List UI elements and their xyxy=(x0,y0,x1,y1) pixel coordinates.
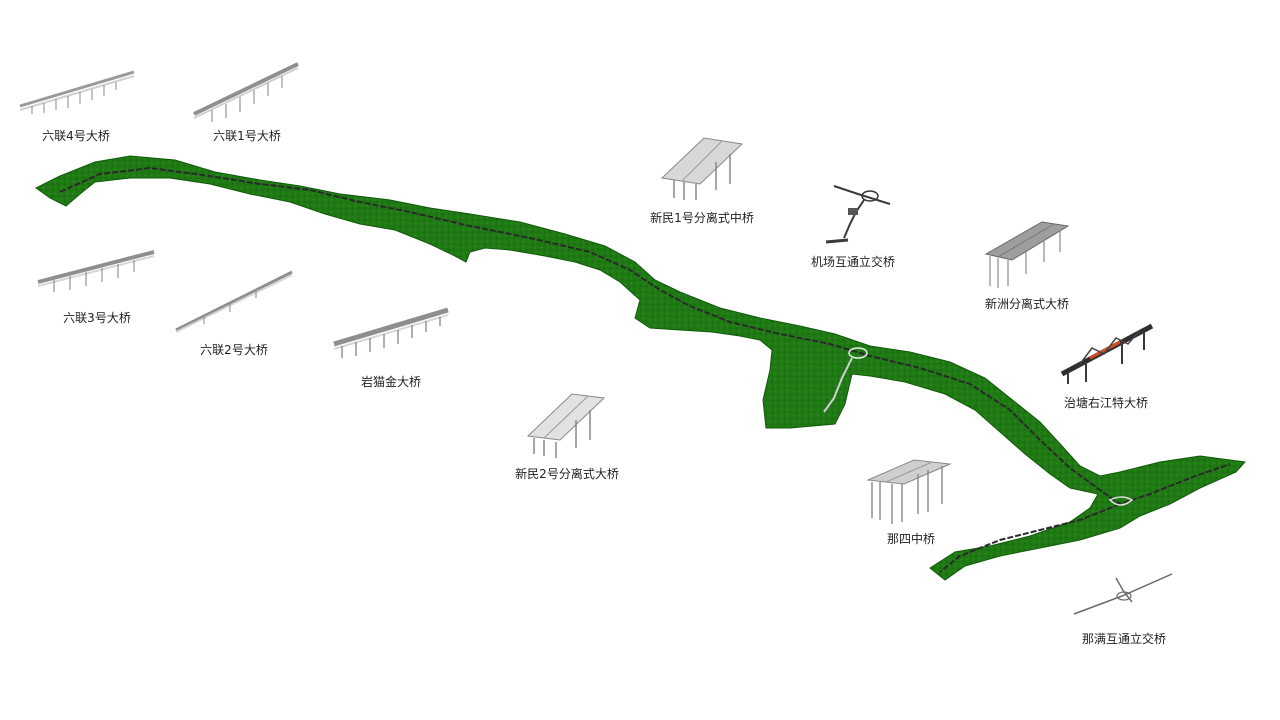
road-centerline-east xyxy=(939,503,1121,573)
bridge-label-liulian4: 六联4号大桥 xyxy=(42,129,110,143)
bridge-model-liulian4[interactable] xyxy=(18,68,136,116)
interchange-model-jichang[interactable] xyxy=(818,180,896,248)
bridge-model-yanmaojin[interactable] xyxy=(332,306,452,362)
bridge-label-xinmin1: 新民1号分离式中桥 xyxy=(650,211,754,225)
bridge-model-liulian2[interactable] xyxy=(174,268,294,334)
bridge-label-yitang: 治塘右江特大桥 xyxy=(1063,396,1149,410)
airport-connector-road xyxy=(823,357,853,413)
bridge-model-xinmin2[interactable] xyxy=(526,392,606,460)
bridge-label-liulian1: 六联1号大桥 xyxy=(213,129,281,143)
bridge-model-xinzhou[interactable] xyxy=(984,220,1070,290)
interchange-label-jichang: 机场互通立交桥 xyxy=(810,255,896,269)
interchange-model-naman[interactable] xyxy=(1072,572,1176,618)
naman-junction xyxy=(1108,496,1134,506)
bridge-label-liulian3: 六联3号大桥 xyxy=(63,311,131,325)
bridge-label-yanmaojin: 岩猫金大桥 xyxy=(360,375,422,389)
airport-interchange-loop xyxy=(848,347,868,359)
bridge-model-nasi[interactable] xyxy=(866,458,952,528)
interchange-label-naman: 那满互通立交桥 xyxy=(1081,632,1167,646)
bridge-model-liulian1[interactable] xyxy=(192,60,302,124)
road-centerline xyxy=(59,166,1231,506)
bridge-model-yitang[interactable] xyxy=(1060,320,1154,386)
bridge-label-xinzhou: 新洲分离式大桥 xyxy=(984,297,1070,311)
bridge-label-nasi: 那四中桥 xyxy=(886,532,936,546)
bridge-label-xinmin2: 新民2号分离式大桥 xyxy=(515,467,619,481)
terrain-surface xyxy=(35,155,1247,581)
bridge-label-liulian2: 六联2号大桥 xyxy=(200,343,268,357)
bridge-model-xinmin1[interactable] xyxy=(660,136,744,202)
bridge-model-liulian3[interactable] xyxy=(36,248,156,294)
